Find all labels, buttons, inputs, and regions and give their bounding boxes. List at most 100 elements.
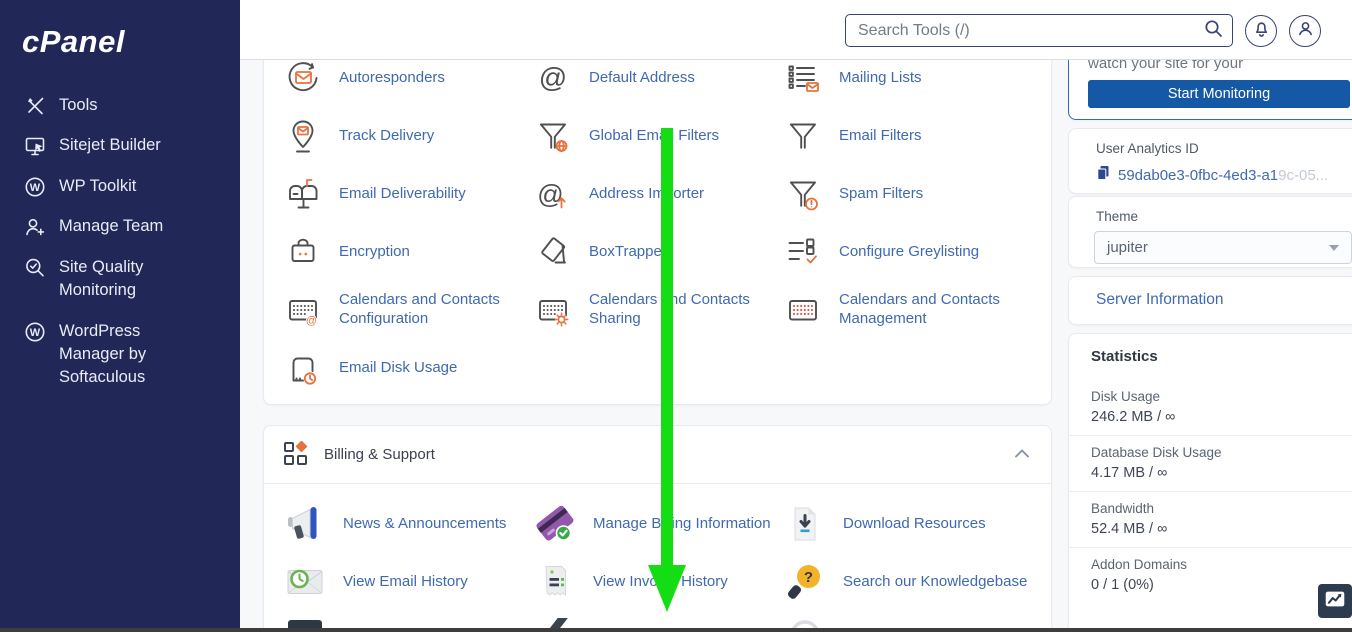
notifications-button[interactable] <box>1245 15 1277 47</box>
email-item-calendars-and-contacts-sharing[interactable]: Calendars and Contacts Sharing <box>533 281 783 339</box>
email-item-label: Encryption <box>339 242 410 260</box>
sidebar-item-label: WordPress Manager by Softaculous <box>59 321 147 387</box>
site-quality-monitoring-icon <box>24 257 46 279</box>
configure-greylisting-icon <box>783 232 823 272</box>
email-item-configure-greylisting[interactable]: Configure Greylisting <box>783 223 1033 281</box>
global-email-filters-icon <box>533 116 573 156</box>
stat-value: 246.2 MB / ∞ <box>1091 409 1176 425</box>
billing-item-search-our-knowledgebase[interactable]: ?Search our Knowledgebase <box>783 553 1033 611</box>
email-item-label: Configure Greylisting <box>839 242 980 260</box>
email-item-autoresponders[interactable]: Autoresponders <box>283 49 533 107</box>
email-item-label: Global Email Filters <box>589 126 720 144</box>
encryption-icon <box>283 232 323 272</box>
billing-item-news-announcements[interactable]: News & Announcements <box>283 495 533 553</box>
billing-header-divider <box>264 483 1051 484</box>
email-deliverability-icon <box>283 174 323 214</box>
chevron-down-icon <box>1329 244 1339 251</box>
user-account-icon <box>1297 20 1314 42</box>
billing-item-view-email-history[interactable]: View Email History <box>283 553 533 611</box>
news-announcements-icon <box>283 502 327 546</box>
user-analytics-label: User Analytics ID <box>1096 141 1199 156</box>
stat-value: 52.4 MB / ∞ <box>1091 521 1168 537</box>
download-resources-icon <box>783 502 827 546</box>
billing-item-label: Download Resources <box>843 514 986 532</box>
email-item-email-filters[interactable]: Email Filters <box>783 107 1033 165</box>
email-item-calendars-and-contacts-management[interactable]: Calendars and Contacts Management <box>783 281 1033 339</box>
email-item-label: Autoresponders <box>339 68 445 86</box>
email-filters-icon <box>783 116 823 156</box>
search-box[interactable] <box>845 14 1233 47</box>
search-input[interactable] <box>858 21 1204 40</box>
email-item-encryption[interactable]: Encryption <box>283 223 533 281</box>
billing-support-icon <box>283 440 309 467</box>
theme-selected-value: jupiter <box>1107 239 1148 256</box>
sidebar-item-tools[interactable]: Tools <box>24 94 240 117</box>
email-item-boxtrapper[interactable]: BoxTrapper <box>533 223 783 281</box>
svg-text:@: @ <box>539 62 567 93</box>
stat-value: 0 / 1 (0%) <box>1091 577 1154 593</box>
annotation-arrow-head <box>648 565 686 612</box>
email-item-default-address[interactable]: @ Default Address <box>533 49 783 107</box>
svg-text:W: W <box>30 182 41 194</box>
chevron-up-icon[interactable] <box>1014 446 1030 458</box>
email-item-spam-filters[interactable]: Spam Filters <box>783 165 1033 223</box>
email-item-email-disk-usage[interactable]: Email Disk Usage <box>283 339 533 397</box>
wordpress-icon: W <box>24 176 46 198</box>
server-information-link[interactable]: Server Information <box>1096 291 1224 308</box>
stat-value: 4.17 MB / ∞ <box>1091 465 1168 481</box>
sidebar-item-wp-toolkit[interactable]: W WP Toolkit <box>24 175 240 198</box>
sidebar-item-label: Manage Team <box>59 217 164 236</box>
email-item-calendars-and-contacts-configuration[interactable]: @Calendars and Contacts Configuration <box>283 281 533 339</box>
default-address-icon: @ <box>533 58 573 98</box>
window-bottom-edge <box>0 628 1352 632</box>
view-invoice-history-icon <box>533 560 577 604</box>
stat-label: Database Disk Usage <box>1091 445 1222 460</box>
manage-team-icon <box>24 216 46 238</box>
email-item-label: Calendars and Contacts Management <box>839 291 1000 327</box>
billing-support-header[interactable]: Billing & Support <box>283 440 435 467</box>
email-item-label: Track Delivery <box>339 126 435 144</box>
billing-item-label: View Email History <box>343 572 468 590</box>
billing-item-label: News & Announcements <box>343 514 507 532</box>
user-analytics-id[interactable]: 59dab0e3-0fbc-4ed3-a19c-05... <box>1096 165 1328 185</box>
cpanel-logo[interactable]: cPanel <box>22 24 125 59</box>
analytics-id-value: 59dab0e3-0fbc-4ed3-a1 <box>1118 166 1279 184</box>
sidebar-item-label: WP Toolkit <box>59 176 137 195</box>
copy-icon[interactable] <box>1096 165 1110 185</box>
stat-label: Addon Domains <box>1091 557 1188 572</box>
notifications-bell-icon <box>1252 19 1271 43</box>
view-email-history-icon <box>283 560 327 604</box>
svg-text:W: W <box>30 327 41 339</box>
billing-item-manage-billing-information[interactable]: Manage Billing Information <box>533 495 783 553</box>
email-item-email-deliverability[interactable]: Email Deliverability <box>283 165 533 223</box>
email-items-grid: Autoresponders @ Default Address Mailing Li… <box>283 49 1033 397</box>
search-icon[interactable] <box>1204 19 1222 42</box>
email-item-address-importer[interactable]: @Address Importer <box>533 165 783 223</box>
email-item-track-delivery[interactable]: Track Delivery <box>283 107 533 165</box>
email-item-mailing-lists[interactable]: Mailing Lists <box>783 49 1033 107</box>
svg-text:@: @ <box>306 315 317 327</box>
email-item-label: Email Disk Usage <box>339 358 458 376</box>
theme-select[interactable]: jupiter <box>1094 231 1352 264</box>
user-analytics-card: User Analytics ID 59dab0e3-0fbc-4ed3-a19… <box>1068 128 1352 194</box>
search-knowledgebase-icon: ? <box>783 560 827 604</box>
sidebar-item-manage-team[interactable]: Manage Team <box>24 215 240 238</box>
sidebar-item-sitejet-builder[interactable]: Sitejet Builder <box>24 134 240 157</box>
email-item-label: Default Address <box>589 68 695 86</box>
email-item-global-email-filters[interactable]: Global Email Filters <box>533 107 783 165</box>
calendars-contacts-sharing-icon <box>533 290 573 330</box>
billing-item-label: Manage Billing Information <box>593 514 771 532</box>
statistics-toggle-button[interactable] <box>1318 584 1352 618</box>
sidebar-item-wordpress-manager-by-softaculous[interactable]: W WordPress Manager by Softaculous <box>24 320 240 390</box>
billing-item-download-resources[interactable]: Download Resources <box>783 495 1033 553</box>
start-monitoring-button[interactable]: Start Monitoring <box>1088 80 1350 108</box>
wordpress-icon: W <box>24 321 46 343</box>
sitejet-builder-icon <box>24 135 46 157</box>
sidebar-item-site-quality-monitoring[interactable]: Site Quality Monitoring <box>24 256 240 303</box>
user-account-button[interactable] <box>1289 15 1321 47</box>
